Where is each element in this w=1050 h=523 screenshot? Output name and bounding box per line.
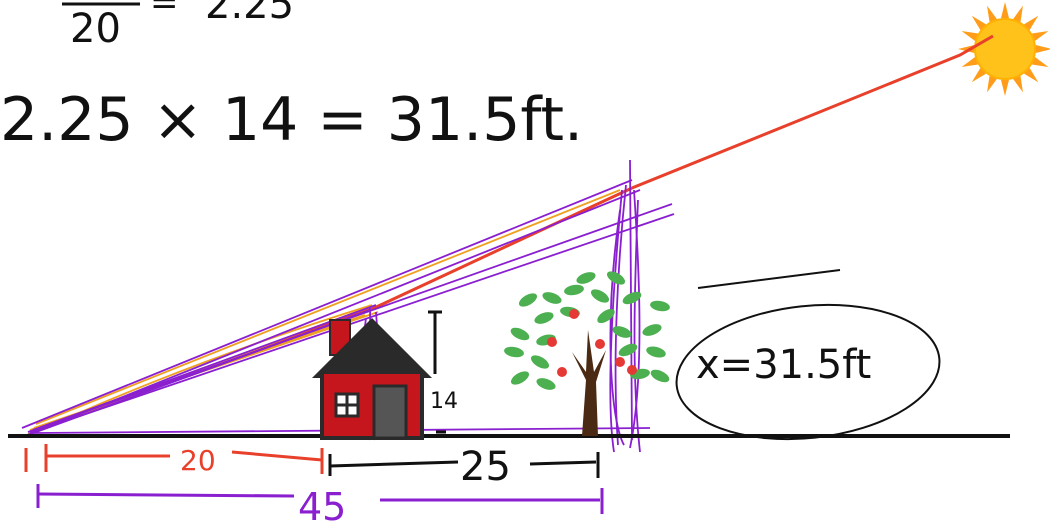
sun-ray-spike: [1023, 67, 1039, 83]
sun-ray-spike: [987, 75, 997, 93]
tree-fruit: [627, 365, 637, 375]
sun-ray-spike: [987, 5, 997, 23]
tree-fruit: [569, 309, 579, 319]
shadow-short-label: 20: [180, 444, 216, 477]
tree-leaf: [622, 291, 642, 305]
sun-ray-spike: [961, 31, 979, 41]
sun-ray-spike: [1000, 2, 1010, 19]
house-height-measure: [428, 310, 446, 434]
tree-fruit: [615, 357, 625, 367]
sun-ray-spike: [971, 67, 987, 83]
house-to-tree-label: 25: [460, 444, 511, 490]
tree-fruit: [547, 337, 557, 347]
answer-circle: [675, 303, 941, 441]
answer-overline: [697, 269, 841, 289]
sun-icon: [958, 2, 1050, 96]
tree-fruit: [557, 367, 567, 377]
house-icon: [312, 318, 432, 440]
tree-leaf: [650, 369, 670, 383]
ratio-equals-sign: =: [150, 0, 179, 23]
tree-leaf: [536, 378, 556, 390]
tree-leaf: [510, 327, 530, 341]
tree-fruit: [595, 339, 605, 349]
shadow-total-measure: [36, 484, 604, 514]
tree-leaf: [590, 289, 610, 303]
ratio-result: 2.25: [205, 0, 294, 28]
sun-ray-spike: [1000, 79, 1010, 96]
answer-label: x=31.5ft: [696, 342, 871, 388]
house-height-label: 14: [430, 389, 458, 414]
tree-leaf: [642, 324, 662, 336]
construction-lines-purple: [21, 159, 675, 453]
tree-leaf: [564, 284, 584, 296]
sun-ray-spike: [958, 44, 975, 54]
tree-leaf: [534, 312, 554, 324]
sun-ray-spike: [1023, 15, 1039, 31]
tree-leaf: [606, 271, 626, 285]
shadow-total-label: 45: [298, 485, 346, 523]
sun-ray-spike: [1035, 44, 1050, 54]
shadow-short-measure: [24, 444, 324, 474]
sun-ray-spike: [1013, 75, 1023, 93]
tree-leaf: [597, 308, 615, 324]
tree-leaf: [510, 371, 530, 385]
ratio-denominator: 20: [70, 6, 121, 52]
tree-leaf: [612, 326, 632, 338]
multiplication-equation: 2.25 × 14 = 31.5ft.: [0, 85, 583, 155]
sun-ray-spike: [1031, 57, 1049, 67]
sun-ray-spike: [971, 15, 987, 31]
tree-leaf: [542, 292, 562, 304]
tree-icon: [504, 271, 670, 436]
sun-ray-spike: [1031, 31, 1049, 41]
sun-ray-spike: [961, 57, 979, 67]
tree-leaf: [650, 300, 670, 312]
tree-leaf: [504, 346, 524, 358]
sun-ray-spike: [1013, 5, 1023, 23]
house-to-tree-measure: [328, 452, 600, 478]
tree-leaf: [646, 346, 666, 358]
tree-leaf: [530, 355, 550, 369]
tree-leaf: [618, 343, 638, 357]
tree-leaf: [518, 293, 538, 307]
tree-leaf: [576, 272, 596, 284]
